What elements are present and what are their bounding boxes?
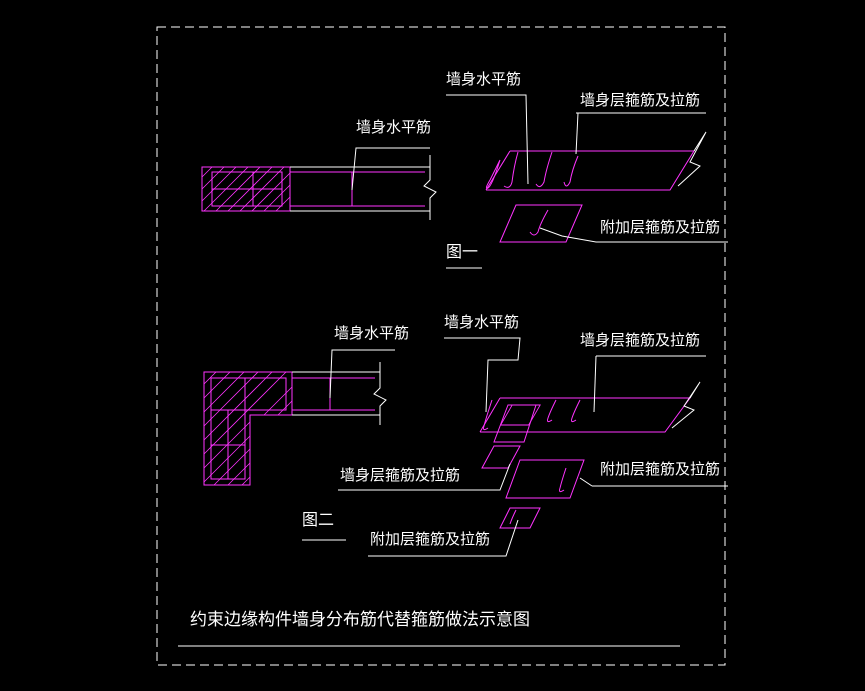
fig2-left-horizontal-bar-label: 墙身水平筋 (334, 324, 410, 342)
fig2-caption: 图二 (302, 510, 335, 529)
fig1-wall-stirrup-label: 墙身层箍筋及拉筋 (580, 91, 701, 109)
fig1-wall-outline (290, 147, 437, 220)
fig2-wall-outline (292, 349, 395, 541)
fig2-wall-stirrup-lower-label: 墙身层箍筋及拉筋 (340, 466, 461, 484)
fig2-iso-outline (178, 337, 728, 647)
fig1-added-stirrup-label: 附加层箍筋及拉筋 (600, 218, 721, 236)
fig1-iso-outline (446, 94, 728, 269)
fig1-wall-section (201, 166, 425, 212)
fig2-right-horizontal-bar-label: 墙身水平筋 (444, 313, 520, 331)
fig2-added-stirrup-right-label: 附加层箍筋及拉筋 (600, 460, 721, 478)
fig2-added-stirrup-lower-label: 附加层箍筋及拉筋 (370, 530, 491, 548)
fig1-left-horizontal-bar-label: 墙身水平筋 (356, 118, 432, 136)
fig2-wall-stirrup-label: 墙身层箍筋及拉筋 (580, 331, 701, 349)
fig1-caption: 图一 (446, 242, 479, 261)
fig1-iso-rebar (485, 150, 695, 243)
drawing-title: 约束边缘构件墙身分布筋代替箍筋做法示意图 (190, 610, 530, 630)
fig2-iso-rebar (479, 397, 691, 529)
drawing-frame (156, 26, 726, 666)
fig1-right-horizontal-bar-label: 墙身水平筋 (446, 70, 522, 88)
